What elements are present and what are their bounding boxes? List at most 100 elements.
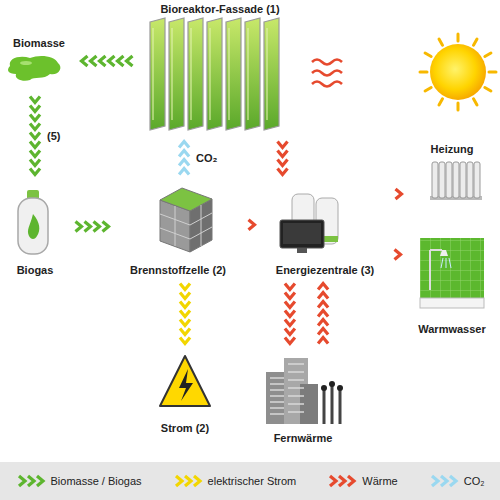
legend-item: Biomasse / Biogas	[16, 474, 142, 488]
bioreactor-facade	[247, 28, 249, 120]
legend-chevron	[348, 476, 354, 486]
hot-water-node: Warmwasser	[410, 232, 494, 336]
flow-chevron	[127, 56, 133, 66]
node-label: Fernwärme	[274, 431, 333, 445]
flow-arrow	[387, 189, 410, 199]
legend-chevron	[28, 476, 34, 486]
flow-chevron	[30, 133, 40, 139]
flow-arrow	[318, 279, 328, 348]
radiator	[432, 162, 438, 198]
facade-node: Bioreaktor-Fassade (1)	[140, 2, 300, 134]
sun-rays	[439, 39, 443, 45]
node-label: Heizung	[431, 142, 474, 156]
shower	[420, 238, 484, 308]
fuel-cell-stack	[160, 188, 212, 252]
building-windows	[270, 364, 304, 414]
legend-text: Wärme	[362, 475, 397, 487]
flow-chevron	[118, 56, 124, 66]
flow-chevron	[318, 311, 328, 317]
bioreactor-facade	[150, 18, 165, 130]
legend-chevron	[450, 476, 456, 486]
fuel-cell-stack	[175, 205, 201, 246]
building-windows	[270, 372, 304, 384]
flow-arrow	[76, 56, 138, 66]
sun-rays	[439, 99, 443, 105]
energy-centre	[297, 248, 307, 253]
flow-chevron	[30, 169, 40, 175]
flow-chevron	[30, 151, 40, 157]
sun-rays	[474, 99, 478, 105]
building-windows	[270, 396, 304, 402]
bioreactor-facade	[150, 18, 279, 130]
legend-chevron	[194, 476, 200, 486]
sun-rays	[485, 53, 491, 57]
flow-chevron	[30, 142, 40, 148]
district-heating-buildings	[321, 385, 327, 391]
flow-chevron	[76, 221, 82, 231]
heat-waves	[312, 71, 342, 76]
flow-chevron	[285, 302, 295, 308]
shower	[420, 298, 484, 308]
legend-chevron	[441, 476, 447, 486]
node-label: Energiezentrale (3)	[276, 263, 374, 277]
node-label: Bioreaktor-Fassade (1)	[160, 2, 279, 16]
edge-label: (5)	[45, 129, 62, 143]
building-windows	[270, 388, 304, 396]
node-label: Warmwasser	[418, 322, 485, 336]
district-heating-buildings	[329, 381, 335, 387]
flow-chevron	[109, 56, 115, 66]
flow-arrow	[285, 279, 295, 348]
energy-centre	[280, 194, 338, 253]
flow-chevron	[30, 97, 40, 103]
flow-chevron	[180, 311, 190, 317]
district-heating-buildings	[324, 384, 340, 424]
radiator	[453, 162, 459, 198]
flow-chevron	[180, 302, 190, 308]
flow-chevron	[100, 56, 106, 66]
flow-chevron	[278, 151, 288, 157]
bioreactor-facade	[245, 18, 260, 130]
flow-chevron	[285, 311, 295, 317]
bioreactor-facade	[228, 28, 230, 120]
building-windows	[270, 404, 304, 408]
flow-arrow	[68, 221, 116, 231]
biogas-node: Biogas	[4, 185, 66, 277]
high-voltage-sign	[160, 356, 210, 406]
flow-chevron	[82, 56, 88, 66]
bioreactor-facade	[188, 18, 203, 130]
fuel-cell-node: Brennstoffzelle (2)	[118, 182, 238, 277]
fuel-cell-stack	[160, 213, 212, 239]
flow-arrow	[278, 136, 288, 180]
legend-chevron	[330, 476, 336, 486]
node-label: Strom (2)	[161, 421, 209, 435]
building-windows	[270, 364, 304, 378]
flow-chevron	[180, 329, 190, 335]
legend-chevron	[176, 476, 182, 486]
flow-chevron	[30, 160, 40, 166]
bioreactor-facade	[226, 18, 241, 130]
flow-chevron	[285, 320, 295, 326]
legend-text: Biomasse / Biogas	[51, 475, 142, 487]
flow-arrow	[240, 220, 263, 230]
legend-item: elektrischer Strom	[173, 474, 297, 488]
sun-rays	[485, 88, 491, 92]
flow-chevron	[278, 169, 288, 175]
biomass-blob	[20, 61, 32, 65]
legend-swatch	[173, 474, 203, 488]
flow-chevron	[318, 302, 328, 308]
flow-path	[240, 224, 263, 225]
flow-chevron	[396, 189, 402, 199]
district-heating-buildings	[266, 358, 343, 424]
flow-chevron	[94, 221, 100, 231]
flow-chevron	[285, 293, 295, 299]
legend-chevron	[19, 476, 25, 486]
biogas-tank	[18, 198, 48, 254]
flow-chevron	[180, 284, 190, 290]
sun-rays	[457, 34, 460, 41]
sun-rays	[425, 88, 431, 92]
bioreactor-facade	[169, 18, 184, 130]
flow-chevron	[30, 115, 40, 121]
biomass-node: Biomasse	[4, 36, 74, 86]
